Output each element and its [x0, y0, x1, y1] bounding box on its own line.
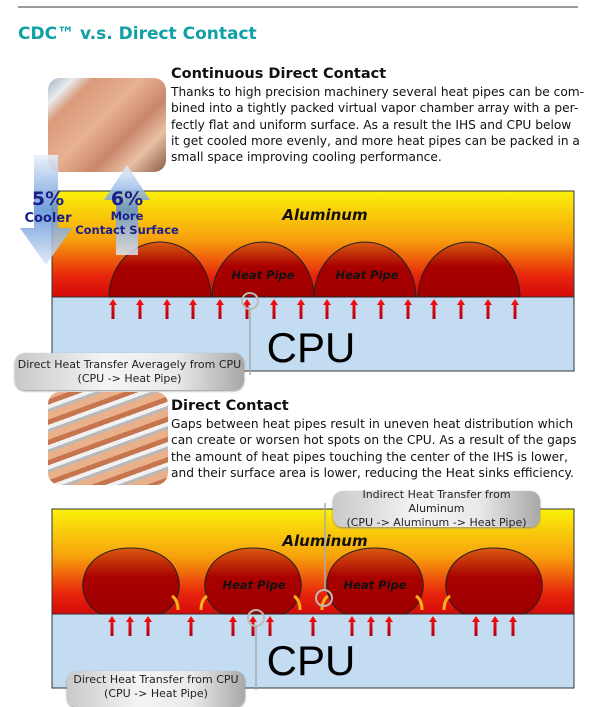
- text-line: fectly flat and uniform surface. As a re…: [171, 117, 572, 132]
- cooler-percent: 5%: [32, 188, 64, 210]
- heat-up-arrow-icon: [457, 299, 465, 319]
- callout-text: (CPU -> Heat Pipe): [104, 687, 208, 700]
- heat-up-arrow-icon: [511, 299, 519, 319]
- indirect-heat-flow-icon: [293, 594, 302, 611]
- heat-pipe: [82, 547, 180, 615]
- callout-text: Direct Heat Transfer from CPU: [73, 673, 239, 686]
- heat-pipe-label: Heat Pipe: [222, 578, 285, 592]
- text-line: bined into a tightly packed virtual vapo…: [171, 101, 579, 116]
- text-line: it get cooled more evenly, and more heat…: [171, 133, 580, 148]
- text-line: the amount of heat pipes touching the ce…: [171, 449, 569, 464]
- indirect-heat-flow-icon: [171, 594, 180, 611]
- direct-contact-description: Gaps between heat pipes result in uneven…: [171, 416, 576, 481]
- contact-label-surface: Contact Surface: [75, 223, 179, 237]
- heat-up-arrow-icon: [348, 616, 356, 636]
- cpu-label: CPU: [267, 637, 356, 684]
- callout-text: Direct Heat Transfer Averagely from CPU: [17, 357, 242, 371]
- cdc-heatpipe-photo: [48, 78, 166, 172]
- heat-pipe-label: Heat Pipe: [231, 268, 294, 282]
- heat-up-arrow-icon: [163, 299, 171, 319]
- heat-pipe: [108, 241, 212, 298]
- heat-up-arrow-icon: [126, 616, 134, 636]
- heat-up-arrow-icon: [270, 299, 278, 319]
- heat-pipe: [445, 547, 543, 615]
- callout-direct-heat-average: Direct Heat Transfer Averagely from CPU …: [15, 353, 244, 390]
- heat-up-arrow-icon: [377, 299, 385, 319]
- text-line: Gaps between heat pipes result in uneven…: [171, 417, 574, 431]
- cooler-down-arrow-icon: [20, 155, 72, 265]
- indirect-heat-flow-icon: [442, 594, 451, 611]
- heat-up-arrow-icon: [367, 616, 375, 636]
- top-divider: [18, 6, 578, 8]
- heat-up-arrow-icon: [430, 299, 438, 319]
- heat-up-arrow-icon: [484, 299, 492, 319]
- heat-up-arrow-icon: [429, 616, 437, 636]
- contact-percent: 6%: [111, 188, 143, 210]
- heat-up-arrow-icon: [229, 616, 237, 636]
- heat-up-arrow-icon: [266, 616, 274, 636]
- contact-label-more: More: [111, 209, 144, 223]
- heat-up-arrow-icon: [472, 616, 480, 636]
- heat-up-arrow-icon: [187, 616, 195, 636]
- callout-indirect-heat: Indirect Heat Transfer from Aluminum (CP…: [333, 488, 540, 529]
- heat-pipe: [211, 241, 315, 298]
- heat-pipe-label: Heat Pipe: [343, 578, 406, 592]
- indirect-heat-flow-icon: [415, 594, 424, 611]
- text-line: small space improving cooling performanc…: [171, 150, 442, 165]
- highlight-circle: [315, 589, 333, 607]
- heat-up-arrow-icon: [297, 299, 305, 319]
- callout-text: Indirect Heat Transfer from Aluminum: [362, 488, 511, 515]
- direct-contact-heatpipe-photo: [48, 392, 168, 485]
- callout-text: (CPU -> Heat Pipe): [77, 371, 182, 385]
- text-line: and their surface area is lower, reducin…: [171, 465, 574, 480]
- heat-up-arrow-icon: [144, 616, 152, 636]
- text-line: can create or worsen hot spots on the CP…: [171, 433, 577, 448]
- heat-up-arrow-icon: [108, 616, 116, 636]
- indirect-heat-flow-icon: [199, 594, 208, 611]
- aluminum-label: Aluminum: [281, 206, 367, 224]
- contact-up-arrow-icon: [104, 165, 150, 255]
- heat-up-arrow-icon: [404, 299, 412, 319]
- cdc-description: Thanks to high precision machinery sever…: [171, 84, 584, 165]
- heat-up-arrow-icon: [216, 299, 224, 319]
- heat-up-arrow-icon: [385, 616, 393, 636]
- heat-up-arrow-icon: [136, 299, 144, 319]
- direct-contact-heading: Direct Contact: [171, 398, 289, 414]
- heat-up-arrow-icon: [309, 616, 317, 636]
- callout-text: (CPU -> Aluminum -> Heat Pipe): [346, 516, 527, 529]
- heat-pipe: [313, 241, 417, 298]
- cdc-heading: Continuous Direct Contact: [171, 66, 387, 82]
- heat-up-arrow-icon: [491, 616, 499, 636]
- indirect-heat-flow-icon: [320, 594, 329, 611]
- cpu-label: CPU: [267, 324, 356, 371]
- page-title: CDC™ v.s. Direct Contact: [18, 24, 257, 44]
- heat-up-arrow-icon: [350, 299, 358, 319]
- heat-up-arrow-icon: [109, 299, 117, 319]
- heat-pipe: [417, 241, 521, 298]
- heat-up-arrow-icon: [189, 299, 197, 319]
- cooler-label: Cooler: [24, 211, 72, 226]
- heat-pipe-label: Heat Pipe: [335, 268, 398, 282]
- callout-direct-heat: Direct Heat Transfer from CPU (CPU -> He…: [67, 671, 245, 707]
- text-line: Thanks to high precision machinery sever…: [171, 85, 585, 99]
- heat-up-arrow-icon: [323, 299, 331, 319]
- heat-up-arrow-icon: [509, 616, 517, 636]
